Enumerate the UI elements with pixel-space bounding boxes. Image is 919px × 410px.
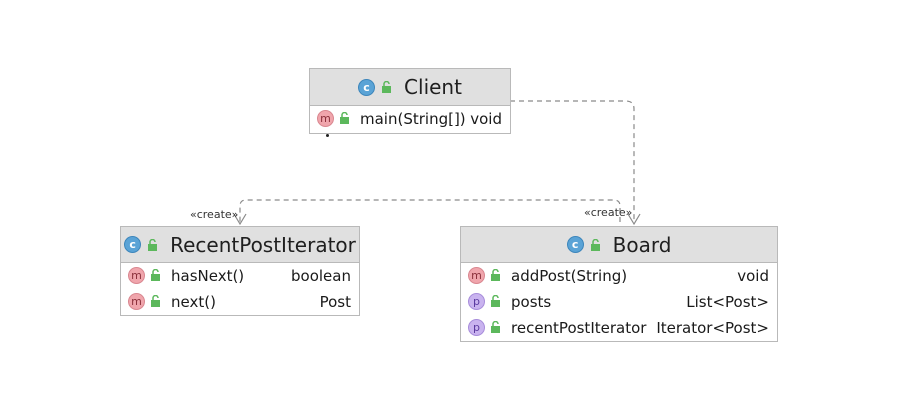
public-lock-icon — [148, 238, 158, 251]
arrowhead-board — [627, 213, 641, 226]
dot-marker — [326, 134, 329, 137]
class-header: c Client — [310, 69, 510, 106]
member-type: boolean — [291, 267, 351, 285]
member-name: hasNext() — [171, 267, 245, 285]
method-icon: m — [468, 267, 485, 284]
member-name: next() — [171, 293, 216, 311]
member-type: void — [737, 267, 769, 285]
public-lock-icon — [340, 112, 349, 124]
class-recent-post-iterator[interactable]: c RecentPostIterator m hasNext() boolean… — [120, 226, 360, 316]
member-type: Post — [319, 293, 351, 311]
member-type: List<Post> — [686, 293, 769, 311]
class-header: c Board — [461, 227, 777, 263]
property-icon: p — [468, 319, 485, 336]
property-icon: p — [468, 293, 485, 310]
public-lock-icon — [151, 295, 160, 307]
create-label-right: «create» — [584, 206, 633, 219]
class-title: Board — [612, 232, 672, 257]
class-header: c RecentPostIterator — [121, 227, 359, 263]
member-row[interactable]: m next() Post — [121, 289, 359, 315]
member-type: Iterator<Post> — [656, 319, 769, 337]
public-lock-icon — [382, 81, 392, 93]
edge-board-to-recent — [239, 199, 621, 222]
public-lock-icon — [491, 295, 500, 307]
arrowhead-recent — [233, 213, 247, 226]
public-lock-icon — [590, 238, 600, 251]
public-lock-icon — [491, 321, 500, 333]
class-title: RecentPostIterator — [170, 232, 356, 257]
method-icon: m — [128, 293, 145, 310]
method-icon: m — [128, 267, 145, 284]
class-icon: c — [358, 78, 376, 96]
member-type: void — [470, 110, 502, 128]
public-lock-icon — [151, 269, 160, 281]
method-icon: m — [317, 110, 334, 127]
member-name: posts — [511, 293, 552, 311]
member-name: recentPostIterator — [511, 319, 647, 337]
edge-client-to-board — [510, 100, 635, 222]
create-label-left: «create» — [190, 208, 239, 221]
member-name: main(String[]) — [360, 110, 466, 128]
member-row[interactable]: p posts List<Post> — [461, 289, 777, 315]
member-row[interactable]: m main(String[]) void — [310, 106, 510, 132]
member-row[interactable]: m addPost(String) void — [461, 263, 777, 289]
class-icon: c — [566, 236, 584, 253]
public-lock-icon — [491, 269, 500, 281]
class-board[interactable]: c Board m addPost(String) void p posts L… — [460, 226, 778, 342]
member-row[interactable]: p recentPostIterator Iterator<Post> — [461, 315, 777, 341]
member-row[interactable]: m hasNext() boolean — [121, 263, 359, 289]
member-name: addPost(String) — [511, 267, 628, 285]
class-icon: c — [124, 236, 142, 253]
class-title: Client — [404, 75, 462, 99]
class-client[interactable]: c Client m main(String[]) void — [309, 68, 511, 134]
